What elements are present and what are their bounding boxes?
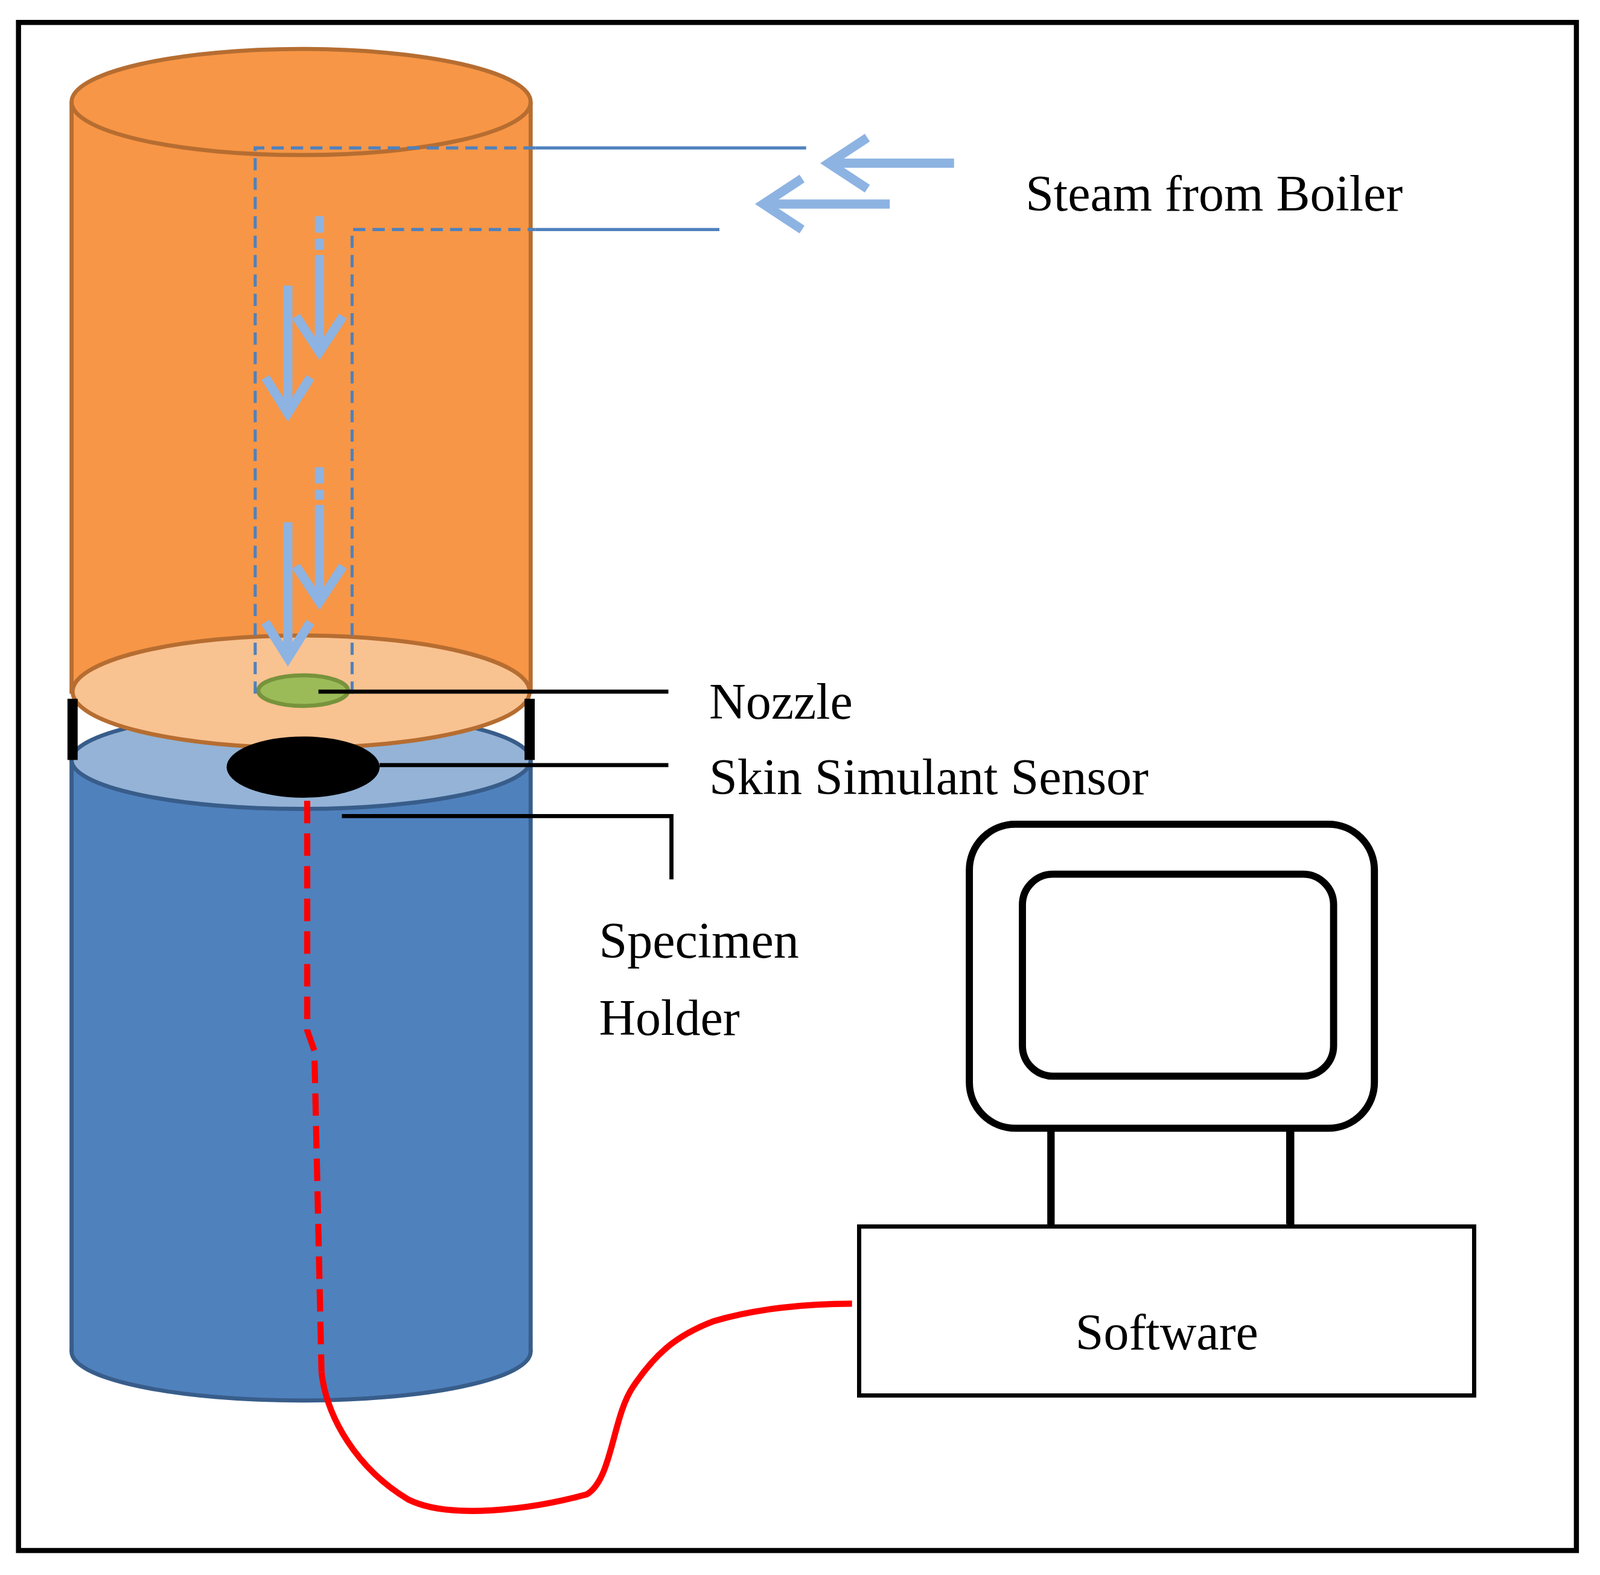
part-label: Steam from Boiler xyxy=(1025,155,1403,233)
computer-monitor xyxy=(969,824,1375,1230)
part-label: Skin Simulant Sensor xyxy=(709,738,1149,816)
computer-case: Software xyxy=(857,1224,1477,1398)
part-label: Nozzle xyxy=(709,663,853,741)
steam-pipe xyxy=(255,147,807,694)
steam-arrows xyxy=(265,137,955,658)
skin-simulant-sensor xyxy=(226,736,380,798)
steam-chamber-cylinder xyxy=(71,48,532,748)
sensor-wire xyxy=(307,800,853,1512)
part-label: Specimen Holder xyxy=(598,902,865,1057)
node-text: Software xyxy=(1075,1260,1259,1363)
leader-lines xyxy=(318,691,672,880)
